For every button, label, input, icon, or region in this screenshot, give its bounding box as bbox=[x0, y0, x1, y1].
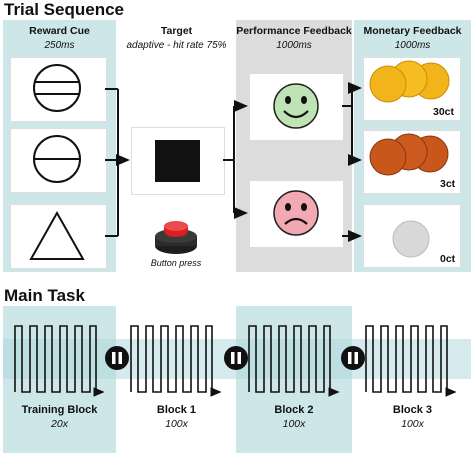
block-2-wave bbox=[248, 325, 340, 397]
target-duration: adaptive - hit rate 75% bbox=[126, 40, 227, 51]
monetary-feedback-duration: 1000ms bbox=[394, 40, 431, 51]
trial-sequence-title: Trial Sequence bbox=[4, 0, 124, 19]
training-block-label: Training Block bbox=[21, 404, 98, 416]
empty-coin-icon bbox=[392, 220, 430, 258]
block-2-count: 100x bbox=[282, 418, 306, 430]
amount-0ct-label: 0ct bbox=[440, 253, 456, 265]
pause-icon bbox=[341, 346, 365, 370]
block-1-count: 100x bbox=[165, 418, 188, 430]
target-connector-lines bbox=[223, 100, 248, 219]
happy-face-icon bbox=[273, 83, 319, 129]
pause-icon bbox=[224, 346, 248, 370]
trial-graphics bbox=[29, 60, 450, 260]
button-press-icon bbox=[155, 221, 197, 254]
reward-cue-header: Reward Cue bbox=[29, 25, 90, 37]
monetary-feedback-header: Monetary Feedback bbox=[363, 25, 462, 37]
block-3-label: Block 3 bbox=[392, 404, 433, 416]
block-2-label: Block 2 bbox=[274, 404, 314, 416]
cue-connector-lines bbox=[105, 88, 130, 237]
main-task-title: Main Task bbox=[4, 286, 85, 305]
cue-circle-two-lines-icon bbox=[33, 64, 81, 112]
performance-feedback-duration: 1000ms bbox=[276, 40, 312, 51]
block-3-count: 100x bbox=[401, 418, 424, 430]
block-3-wave bbox=[365, 325, 457, 397]
feedback-connector-lines bbox=[342, 82, 362, 242]
sad-face-icon bbox=[273, 190, 319, 236]
button-press-label: Button press bbox=[150, 258, 202, 268]
copper-coins-icon bbox=[369, 133, 449, 176]
block-1-label: Block 1 bbox=[156, 404, 197, 416]
amount-30ct-label: 30ct bbox=[433, 106, 455, 118]
performance-feedback-header: Performance Feedback bbox=[236, 25, 352, 37]
reward-cue-duration: 250ms bbox=[44, 40, 75, 51]
target-square-icon bbox=[155, 140, 200, 182]
training-block-wave bbox=[14, 325, 105, 397]
training-block-count: 20x bbox=[51, 418, 68, 430]
amount-3ct-label: 3ct bbox=[440, 178, 456, 190]
cue-triangle-icon bbox=[29, 210, 85, 260]
gold-coins-icon bbox=[369, 60, 450, 103]
cue-circle-one-line-icon bbox=[33, 135, 81, 183]
target-header: Target bbox=[160, 25, 193, 37]
pause-icon bbox=[105, 346, 129, 370]
block-1-wave bbox=[130, 325, 222, 397]
